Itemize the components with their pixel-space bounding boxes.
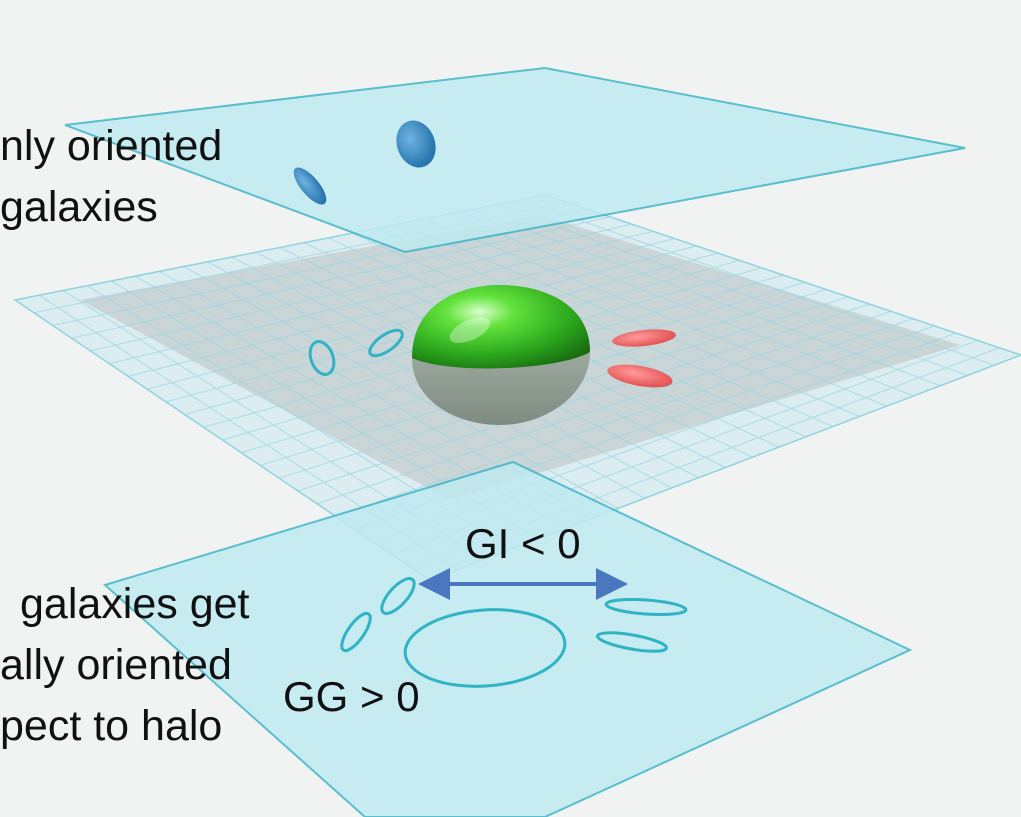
projected-galaxy-4 xyxy=(596,631,668,653)
top-plane xyxy=(64,66,966,254)
bottom-caption-line-3: pect to halo xyxy=(0,702,223,750)
grid-line xyxy=(335,318,913,517)
bottom-plane xyxy=(103,460,913,817)
blue-galaxy-1 xyxy=(396,120,436,168)
grid-line xyxy=(520,199,995,366)
projected-galaxy-2 xyxy=(340,611,372,653)
projected-halo xyxy=(403,608,567,688)
top-caption-line-1: nly oriented xyxy=(0,122,223,170)
red-galaxy-1 xyxy=(612,329,676,347)
cyan-galaxy-2 xyxy=(368,328,404,358)
red-galaxy-2 xyxy=(607,364,673,388)
grid-line xyxy=(472,208,941,387)
projected-galaxy-3 xyxy=(604,597,688,617)
gg-label: GG > 0 xyxy=(283,673,420,720)
cyan-galaxy-1 xyxy=(308,340,336,376)
projected-galaxy-1 xyxy=(380,577,416,615)
grid-line xyxy=(297,303,870,492)
bottom-caption-line-1: galaxies get xyxy=(20,580,250,628)
grid-line xyxy=(448,213,914,397)
grid-line xyxy=(496,204,968,376)
blue-galaxy-2 xyxy=(293,167,327,205)
dark-matter-halo xyxy=(412,285,590,425)
grid-line xyxy=(376,227,834,428)
grid-line xyxy=(400,223,861,417)
grid-line xyxy=(316,310,892,505)
top-caption-line-2: galaxies xyxy=(0,183,158,231)
gi-label: GI < 0 xyxy=(465,520,581,567)
bottom-caption-line-2: ally oriented xyxy=(0,641,232,689)
grid-line xyxy=(424,218,887,407)
